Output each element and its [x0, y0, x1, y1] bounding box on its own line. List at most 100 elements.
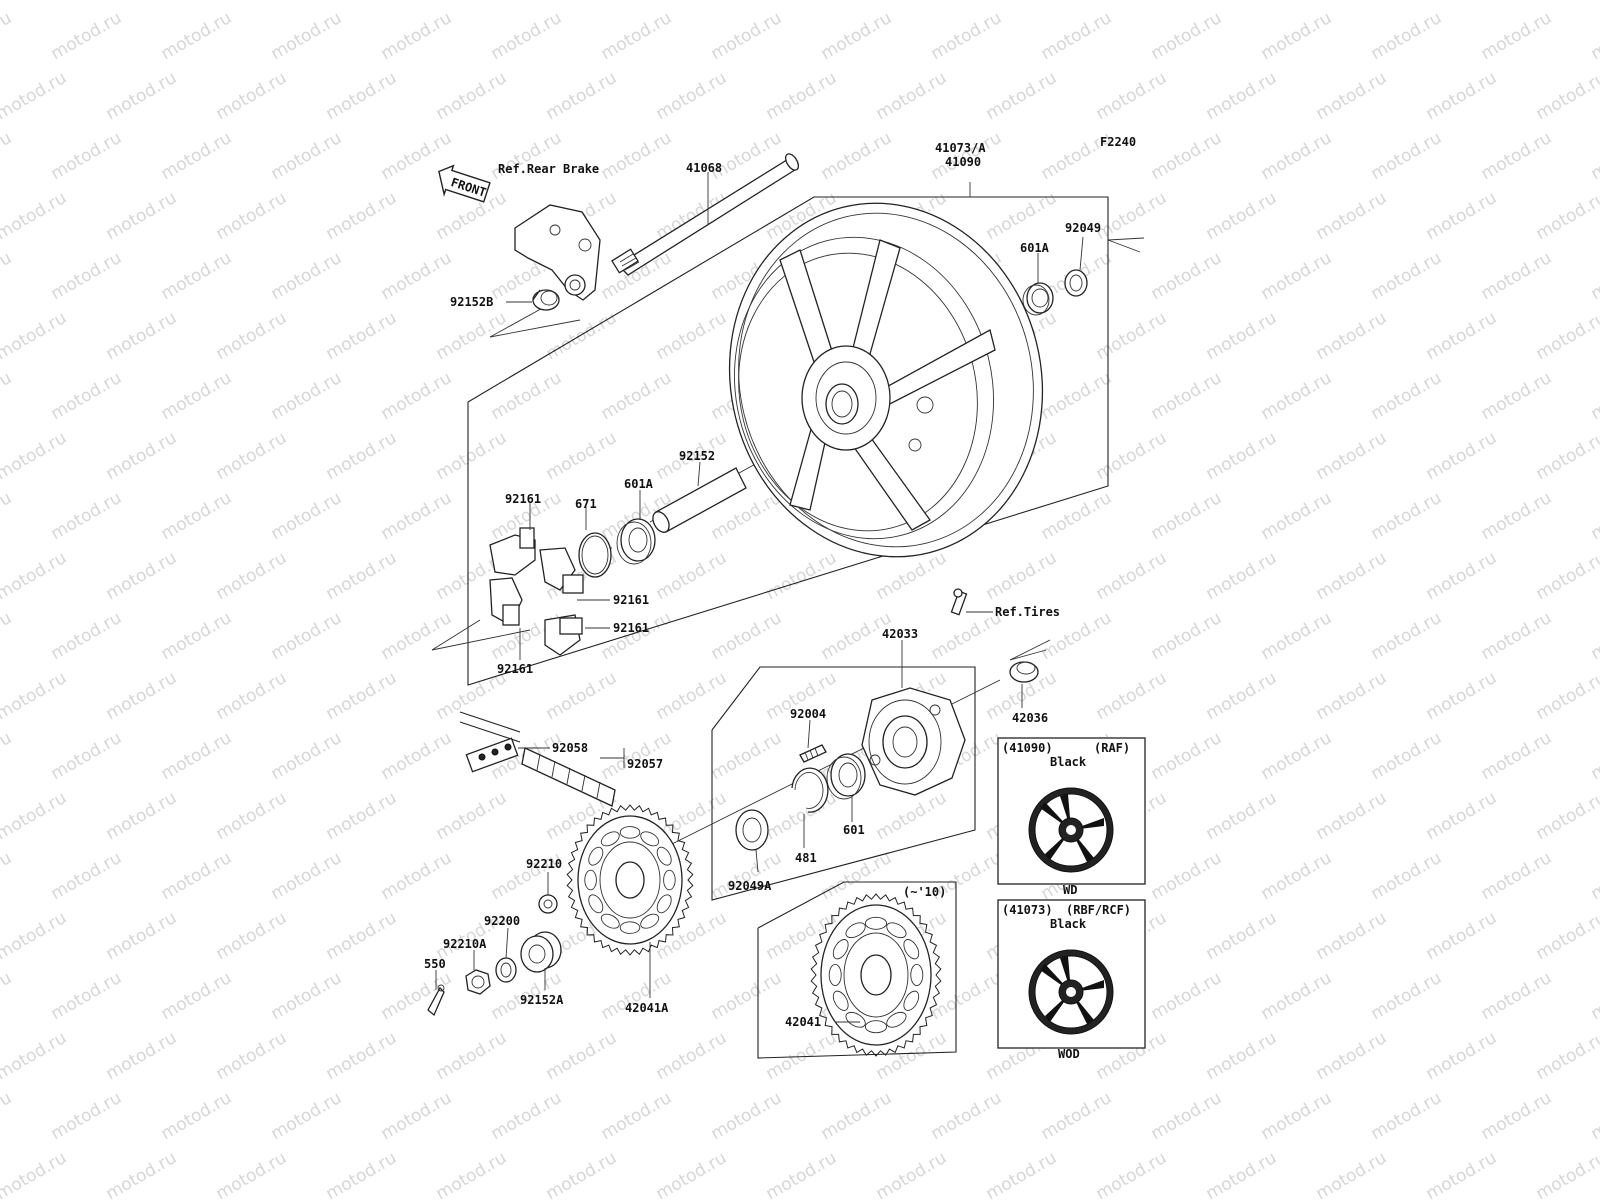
variant-box-2: (41073) (RBF/RCF) Black WOD	[997, 899, 1146, 1061]
sprocket-lightening-hole	[828, 963, 842, 987]
watermark-text: motod.ru	[323, 188, 401, 244]
watermark-text: motod.ru	[1258, 248, 1336, 304]
watermark-text: motod.ru	[1588, 728, 1600, 784]
rear-wheel	[728, 202, 1044, 558]
watermark-text: motod.ru	[158, 1088, 236, 1144]
watermark-text: motod.ru	[1368, 368, 1446, 424]
watermark-text: motod.ru	[1423, 788, 1501, 844]
watermark-text: motod.ru	[1148, 608, 1226, 664]
watermark-text: motod.ru	[598, 128, 676, 184]
watermark-text: motod.ru	[103, 548, 181, 604]
sprocket-lightening-hole	[656, 894, 672, 914]
watermark-text: motod.ru	[653, 308, 731, 364]
watermark-text: motod.ru	[598, 368, 676, 424]
bearing-601	[826, 753, 866, 800]
watermark-text: motod.ru	[433, 0, 511, 4]
watermark-text: motod.ru	[928, 8, 1006, 64]
watermark-text: motod.ru	[1203, 68, 1281, 124]
watermark-text: motod.ru	[763, 0, 841, 4]
sprocket-lightening-hole	[832, 990, 849, 1011]
watermark-text: motod.ru	[1478, 8, 1556, 64]
watermark-text: motod.ru	[1203, 308, 1281, 364]
watermark-text: motod.ru	[1093, 1148, 1171, 1200]
watermark-text: motod.ru	[1478, 848, 1556, 904]
bearing-601a-upper	[1022, 282, 1054, 316]
watermark-text: motod.ru	[1148, 848, 1226, 904]
watermark-text: motod.ru	[1148, 8, 1226, 64]
watermark-text: motod.ru	[1148, 1088, 1226, 1144]
watermark-text: motod.ru	[268, 488, 346, 544]
watermark-text: motod.ru	[873, 0, 951, 4]
watermark-text: motod.ru	[378, 1088, 456, 1144]
watermark-text: motod.ru	[543, 68, 621, 124]
watermark-text: motod.ru	[323, 668, 401, 724]
watermark-text: motod.ru	[1533, 1148, 1600, 1200]
watermark-text: motod.ru	[598, 608, 676, 664]
watermark-text: motod.ru	[378, 968, 456, 1024]
watermark-text: motod.ru	[1423, 908, 1501, 964]
sprocket-lightening-hole	[619, 826, 641, 839]
sprocket-lightening-hole	[886, 1011, 907, 1028]
watermark-text: motod.ru	[488, 1088, 566, 1144]
variant-1-part: (41090)	[1002, 741, 1053, 755]
rear-sprocket-42041a	[566, 804, 694, 956]
variant-1-color: Black	[1050, 755, 1087, 769]
part-label: 92049	[1065, 221, 1101, 235]
sprocket-lightening-hole	[663, 869, 676, 891]
variant-2-code: (RBF/RCF)	[1066, 903, 1131, 917]
watermark-text: motod.ru	[1148, 968, 1226, 1024]
watermark-text: motod.ru	[763, 548, 841, 604]
watermark-text: motod.ru	[1533, 188, 1600, 244]
watermark-text: motod.ru	[48, 1088, 126, 1144]
part-label: 92152B	[450, 295, 493, 309]
watermark-text: motod.ru	[1423, 0, 1501, 4]
sprocket-lightening-hole	[640, 913, 660, 929]
watermark-text: motod.ru	[1203, 908, 1281, 964]
watermark-text: motod.ru	[0, 1148, 70, 1200]
watermark-text: motod.ru	[1478, 368, 1556, 424]
watermark-text: motod.ru	[0, 68, 70, 124]
watermark-text: motod.ru	[433, 1148, 511, 1200]
part-label: 92161	[613, 621, 649, 635]
watermark-text: motod.ru	[1313, 308, 1391, 364]
watermark-text: motod.ru	[0, 0, 70, 4]
watermark-text: motod.ru	[983, 0, 1061, 4]
watermark-text: motod.ru	[433, 68, 511, 124]
watermark-text: motod.ru	[378, 488, 456, 544]
watermark-text: motod.ru	[763, 68, 841, 124]
watermark-text: motod.ru	[158, 488, 236, 544]
watermark-text: motod.ru	[1533, 788, 1600, 844]
watermark-text: motod.ru	[48, 848, 126, 904]
watermark-text: motod.ru	[1148, 728, 1226, 784]
watermark-text: motod.ru	[0, 608, 15, 664]
watermark-text: motod.ru	[653, 1028, 731, 1084]
watermark-text: motod.ru	[323, 1028, 401, 1084]
watermark-text: motod.ru	[1203, 0, 1281, 4]
cotter-pin-550	[427, 984, 445, 1017]
watermark-text: motod.ru	[1093, 0, 1171, 4]
watermark-text: motod.ru	[103, 0, 181, 4]
watermark-text: motod.ru	[0, 848, 15, 904]
watermark-text: motod.ru	[653, 668, 731, 724]
part-label: 601A	[624, 477, 654, 491]
watermark-text: motod.ru	[1533, 1028, 1600, 1084]
seal-92049a	[735, 809, 769, 851]
watermark-text: motod.ru	[1203, 548, 1281, 604]
watermark-text: motod.ru	[323, 308, 401, 364]
watermark-text: motod.ru	[1258, 608, 1336, 664]
axle-nut-92210a	[465, 969, 491, 995]
watermark-text: motod.ru	[1258, 488, 1336, 544]
sprocket-lightening-hole	[910, 963, 924, 987]
watermark-text: motod.ru	[1038, 8, 1116, 64]
variant-2-part: (41073)	[1002, 903, 1053, 917]
watermark-text: motod.ru	[213, 548, 291, 604]
part-label: 41090	[945, 155, 981, 169]
watermark-text: motod.ru	[1258, 1088, 1336, 1144]
part-label: 92004	[790, 707, 826, 721]
part-label: 92152A	[520, 993, 564, 1007]
watermark-text: motod.ru	[1368, 248, 1446, 304]
watermark-text: motod.ru	[1588, 368, 1600, 424]
sprocket-lightening-hole	[864, 1020, 888, 1034]
watermark-text: motod.ru	[1093, 428, 1171, 484]
watermark-text: motod.ru	[1423, 308, 1501, 364]
